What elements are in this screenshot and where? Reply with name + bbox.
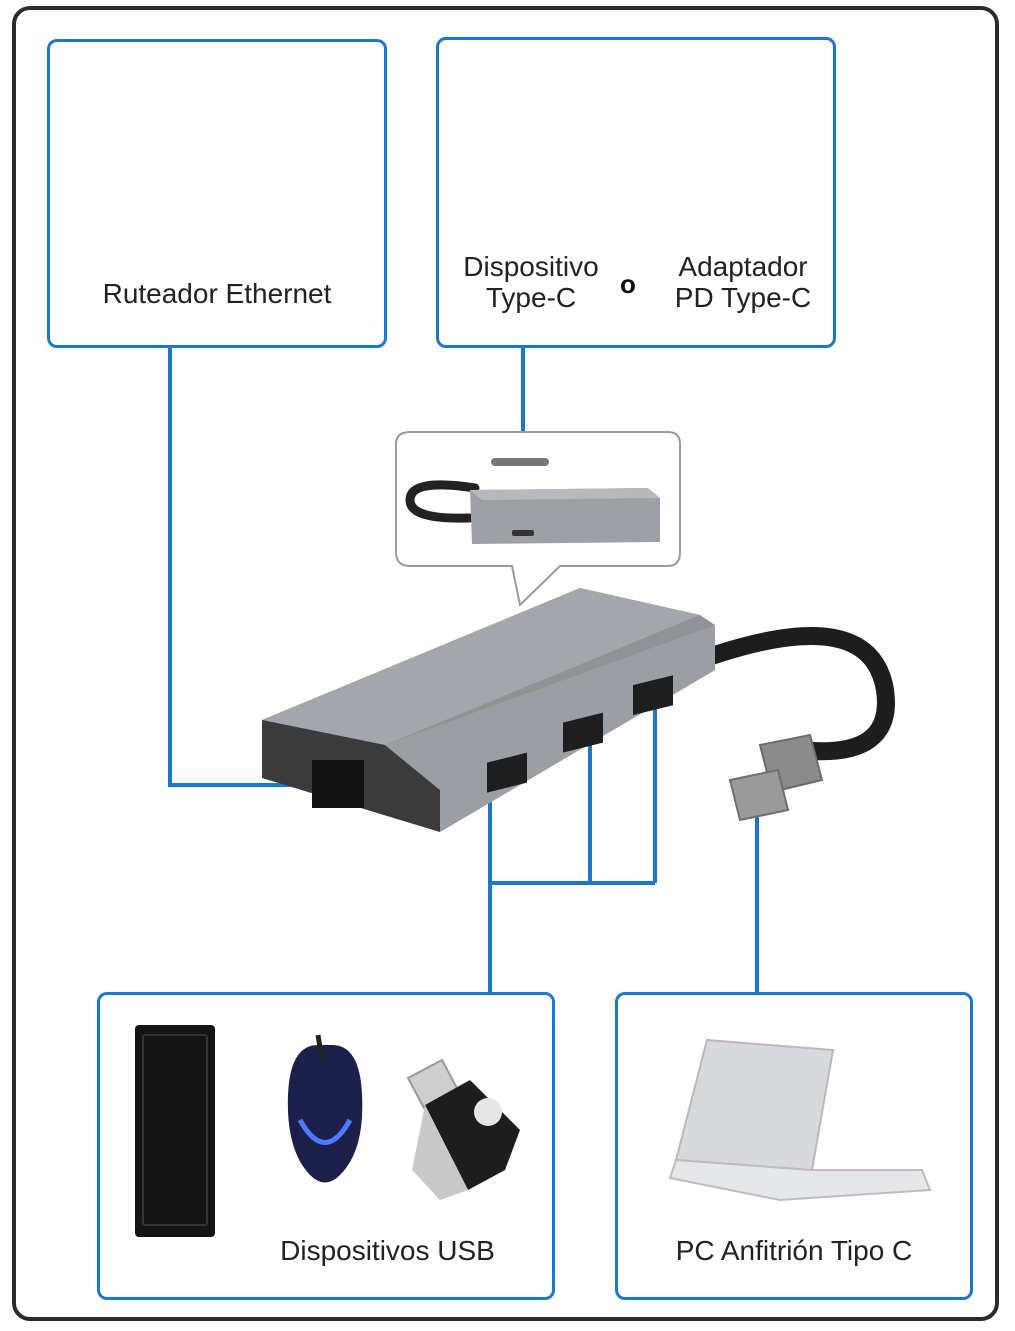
- host-pc-box: PC Anfitrión Tipo C: [615, 992, 973, 1300]
- router-line: [168, 346, 318, 787]
- usb-c-hub-icon: [262, 588, 895, 832]
- diagram-frame: [12, 6, 999, 1321]
- laptop-icon: [668, 1038, 932, 1202]
- or-word: o: [620, 269, 636, 299]
- typec-device-label-line1: Dispositivo: [463, 251, 599, 282]
- pd-adapter-label: Adaptador PD Type-C: [663, 251, 823, 313]
- pd-adapter-label-line2: PD Type-C: [674, 282, 812, 313]
- mouse-icon: [287, 1034, 363, 1183]
- pd-adapter-label-line1: Adaptador: [678, 251, 808, 282]
- typec-device-label: Dispositivo Type-C: [451, 251, 611, 313]
- host-pc-label: PC Anfitrión Tipo C: [675, 1235, 913, 1266]
- router-label: Ruteador Ethernet: [102, 278, 332, 309]
- hub-side-view-icon: [405, 458, 660, 544]
- usb-devices-label: Dispositivos USB: [280, 1235, 495, 1266]
- typec-device-label-line2: Type-C: [485, 282, 577, 313]
- usb-devices-box: Dispositivos USB: [97, 992, 555, 1300]
- router-box: Ruteador Ethernet: [47, 39, 387, 348]
- typec-power-box: Dispositivo Type-C o Adaptador PD Type-C: [436, 37, 836, 348]
- keyboard-icon: [135, 1025, 215, 1237]
- usb-flash-drive-icon: [406, 1058, 520, 1200]
